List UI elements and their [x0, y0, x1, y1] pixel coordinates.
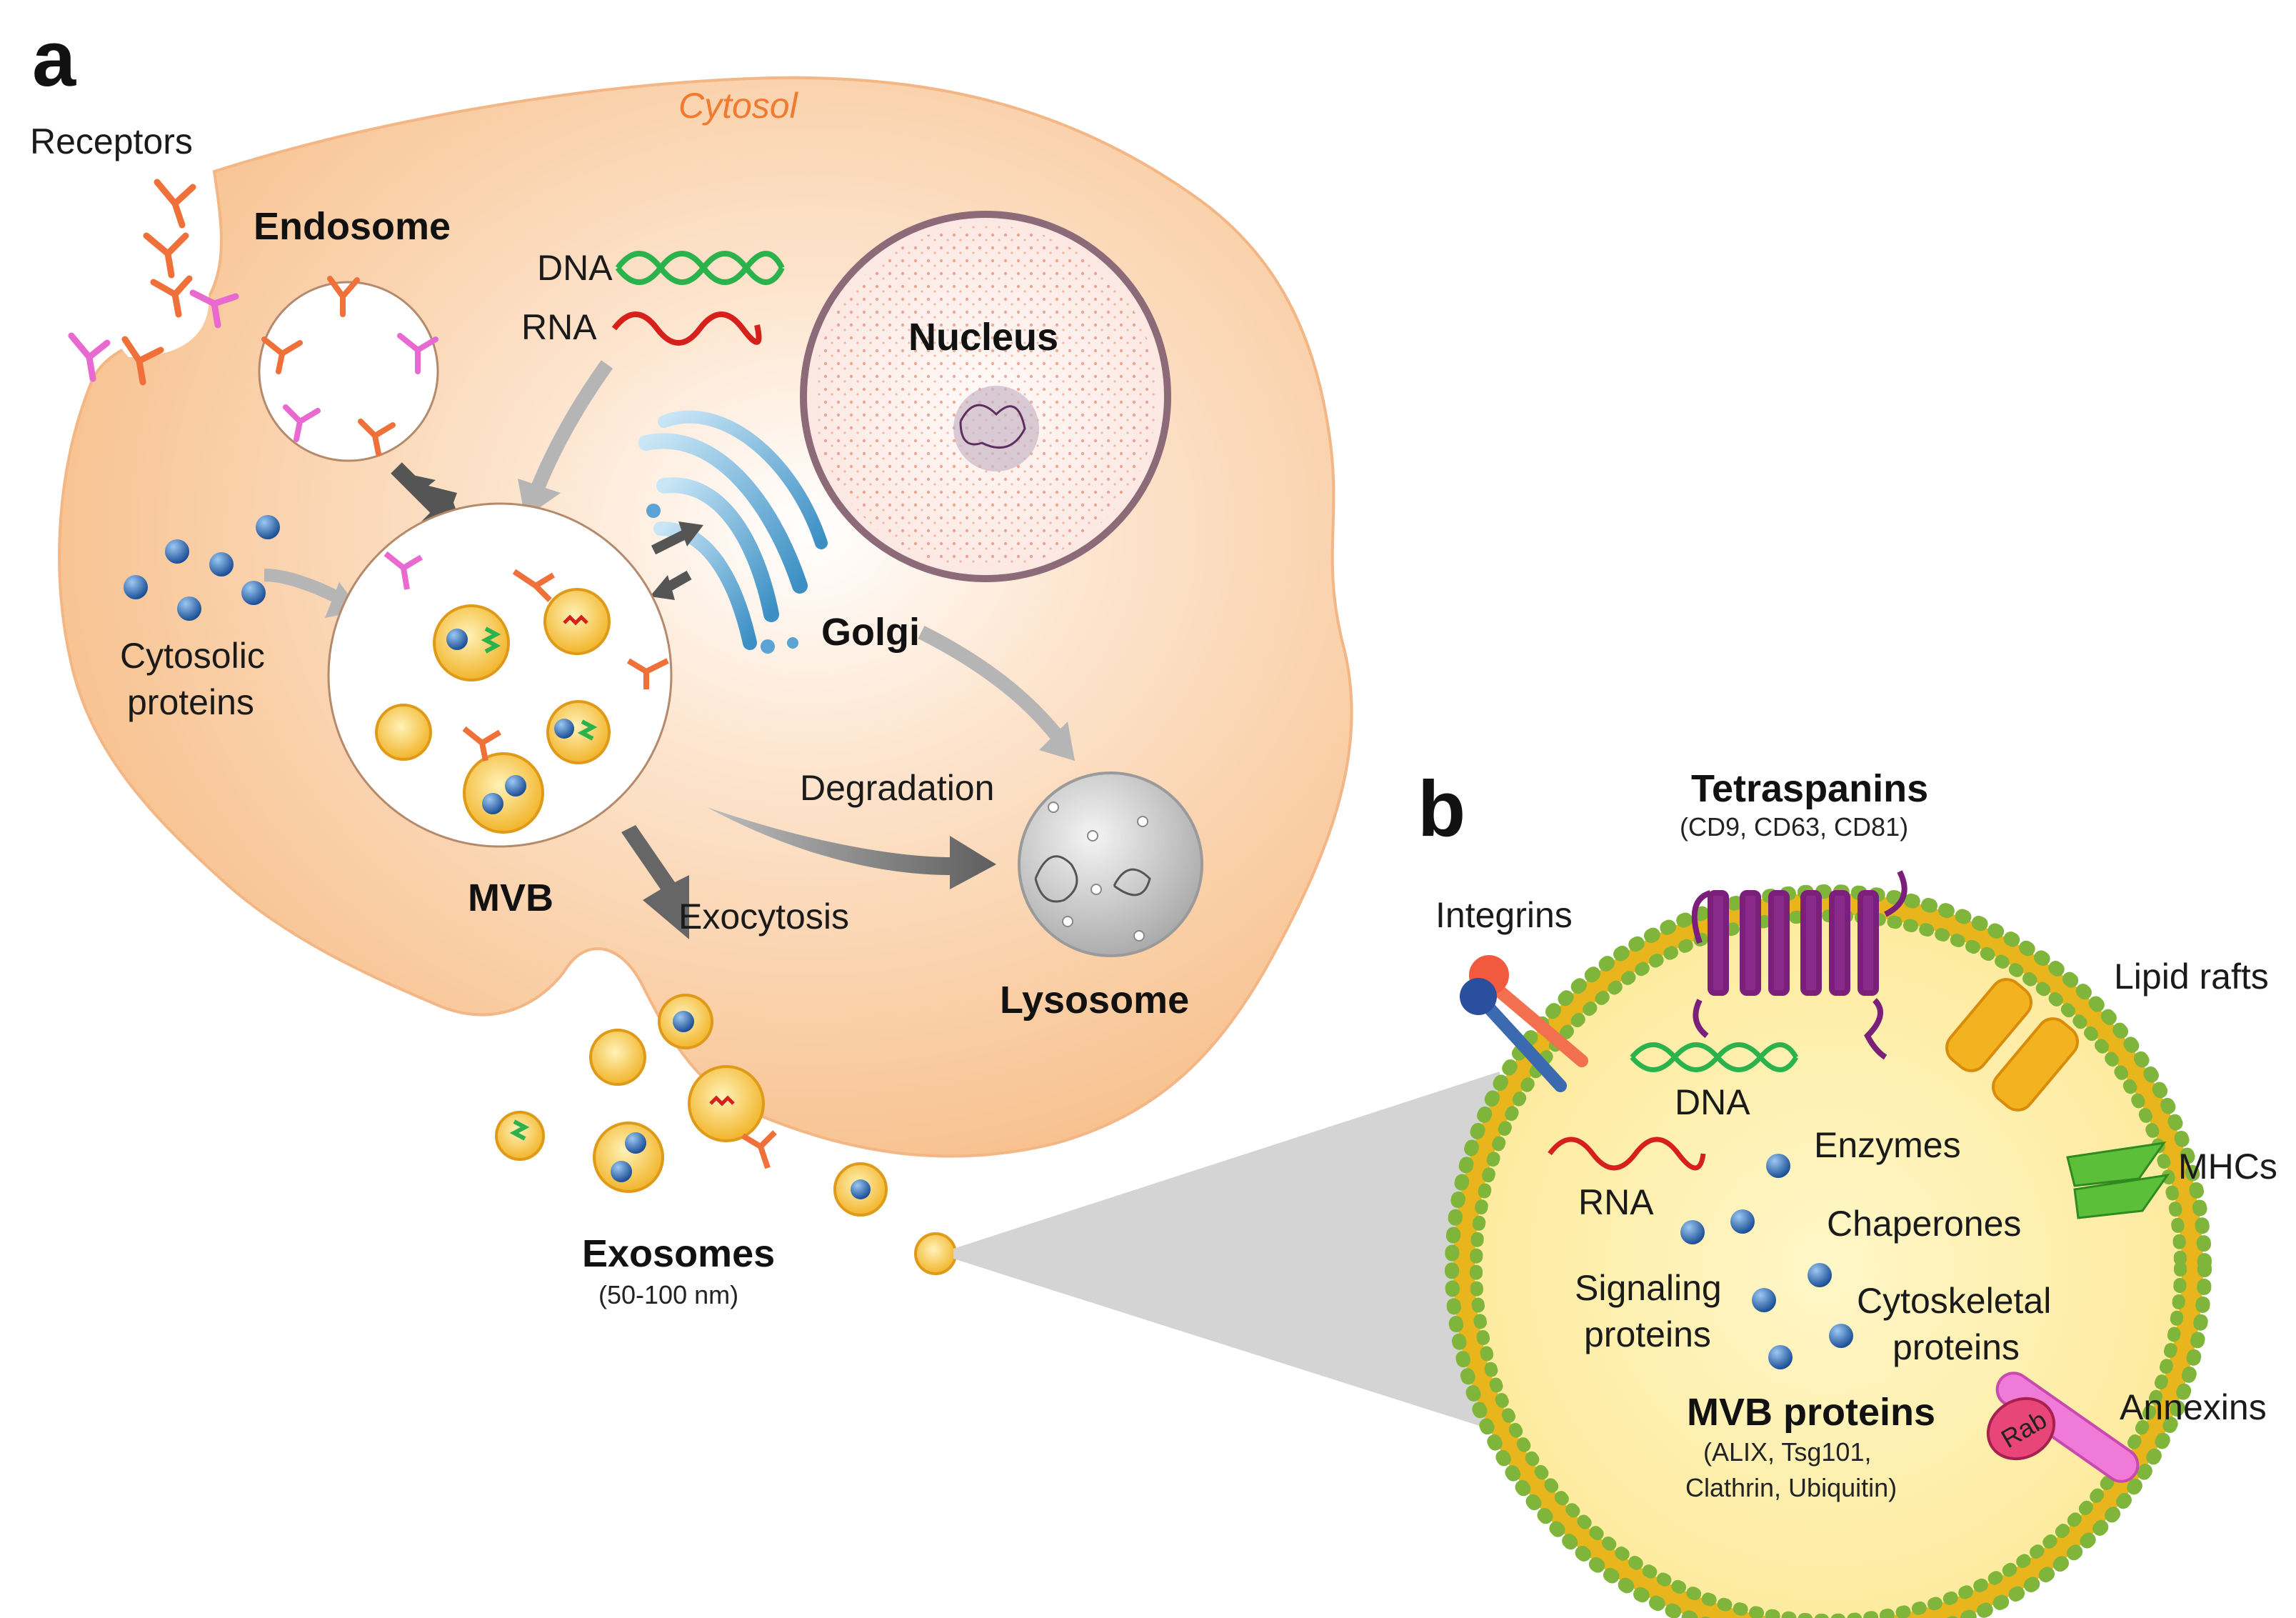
exosome-dna-helix-strand — [1630, 1042, 1799, 1072]
mvb-proteins-examples-line1: (ALIX, Tsg101, — [1703, 1437, 1871, 1467]
endosome — [258, 276, 439, 462]
golgi-apparatus — [638, 410, 828, 654]
mvb-label: MVB — [468, 877, 553, 919]
zoom-connector — [953, 1072, 1500, 1432]
nucleus-label: Nucleus — [908, 316, 1058, 359]
exosome-rna-strand — [1548, 1137, 1706, 1171]
cytosolic-proteins-label-line1: Cytosolic — [120, 636, 265, 676]
chaperones-label: Chaperones — [1827, 1204, 2021, 1244]
exocytosis-arrow — [621, 825, 689, 939]
lipid-bilayer-inner — [1470, 909, 2187, 1618]
mvb-proteins-label: MVB proteins — [1687, 1391, 1935, 1434]
cytosol-label: Cytosol — [678, 86, 799, 126]
annexins-label: Annexins — [2120, 1387, 2267, 1427]
membrane-receptors — [68, 179, 239, 386]
rna-label: RNA — [521, 307, 597, 347]
panel-label-a: a — [32, 15, 76, 103]
tetraspanins-examples-label: (CD9, CD63, CD81) — [1680, 812, 1908, 842]
lysosome — [1018, 771, 1203, 957]
mhcs-label: MHCs — [2178, 1147, 2277, 1187]
degradation-arrow — [707, 807, 996, 889]
exosome-dna-label: DNA — [1675, 1082, 1750, 1122]
golgi-to-lysosome-arrow — [918, 626, 1063, 741]
integrins-label: Integrins — [1435, 895, 1573, 935]
lipid-rafts — [1945, 978, 2079, 1112]
mvb-golgi-arrows — [650, 521, 703, 600]
panel-label-b: b — [1418, 765, 1465, 853]
multivesicular-body — [327, 502, 673, 848]
signaling-proteins-label-line1: Signaling — [1575, 1268, 1722, 1308]
dna-label: DNA — [537, 248, 613, 288]
released-exosomes — [495, 994, 957, 1275]
exosome-rna-label: RNA — [1578, 1182, 1654, 1222]
exosome-proteins — [1680, 1154, 1853, 1369]
golgi-label: Golgi — [821, 611, 920, 654]
trafficking-arrows — [264, 360, 1075, 939]
cytosolic-proteins-label-line2: proteins — [127, 682, 254, 722]
signaling-proteins-label-line2: proteins — [1584, 1314, 1711, 1354]
mhcs — [2066, 1142, 2170, 1219]
cytoskeletal-proteins-label-line2: proteins — [1893, 1327, 2020, 1367]
enzymes-label: Enzymes — [1814, 1125, 1961, 1165]
lysosome-label: Lysosome — [1000, 979, 1189, 1022]
cytosolic-proteins — [124, 515, 280, 621]
rna-to-mvb-arrow — [528, 360, 613, 496]
tetraspanins-label: Tetraspanins — [1691, 767, 1928, 810]
nucleus — [800, 211, 1171, 582]
exosome-detail-panel: b Tetraspanins (CD9, CD63, CD81) Integri… — [1418, 765, 2277, 1618]
cytoskeletal-proteins-label-line1: Cytoskeletal — [1857, 1281, 2051, 1321]
proteins-to-mvb-arrow — [264, 569, 339, 603]
rna-strand — [611, 311, 762, 346]
rab-protein: Rab — [1986, 1397, 2056, 1461]
endosome-label: Endosome — [254, 205, 451, 248]
exocytosis-label: Exocytosis — [678, 897, 849, 937]
receptors-label: Receptors — [30, 121, 193, 161]
mvb-proteins-examples-line2: Clathrin, Ubiquitin) — [1685, 1473, 1897, 1502]
exosomes-label: Exosomes — [582, 1232, 775, 1275]
dna-helix-strand — [615, 251, 785, 285]
integrins — [1460, 955, 1588, 1092]
degradation-label: Degradation — [800, 768, 994, 808]
exosome-size-label: (50-100 nm) — [598, 1280, 738, 1309]
tetraspanins — [1691, 870, 1908, 1060]
lipid-bilayer-outer — [1445, 884, 2212, 1618]
lipid-rafts-label: Lipid rafts — [2114, 957, 2269, 997]
cell-panel: a Cytosol Receptors — [30, 15, 1353, 1309]
